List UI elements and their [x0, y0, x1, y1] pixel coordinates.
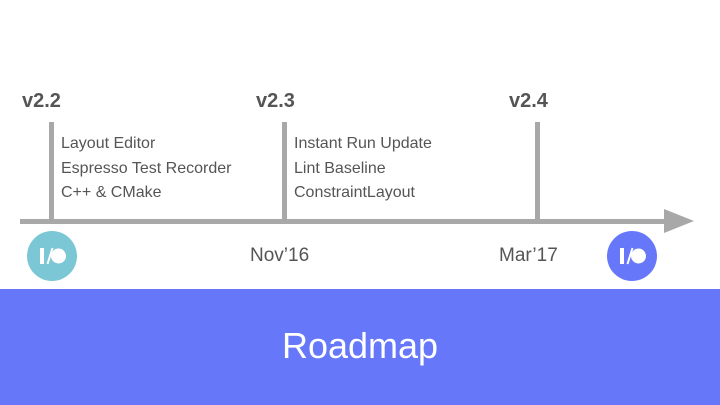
- date-label-nov16: Nov’16: [250, 245, 310, 266]
- milestone-marker-v24: [535, 122, 540, 222]
- milestone-version-v24: v2.4: [509, 90, 548, 112]
- feature-item: C++ & CMake: [61, 184, 162, 201]
- title-banner: Roadmap: [0, 289, 720, 405]
- feature-item: Instant Run Update: [294, 135, 432, 152]
- feature-item: ConstraintLayout: [294, 184, 415, 201]
- date-label-mar17: Mar’17: [499, 245, 558, 266]
- milestone-features-v23: Instant Run Update Lint Baseline Constra…: [294, 132, 432, 206]
- timeline-arrow-head: [664, 209, 694, 233]
- timeline-axis: [20, 219, 670, 224]
- milestone-marker-v23: [282, 122, 287, 222]
- milestone-features-v22: Layout Editor Espresso Test Recorder C++…: [61, 132, 231, 206]
- feature-item: Lint Baseline: [294, 159, 386, 177]
- feature-item: Layout Editor: [61, 135, 156, 152]
- milestone-version-v23: v2.3: [256, 90, 295, 112]
- io-logo-icon: [27, 231, 77, 281]
- milestone-version-v22: v2.2: [22, 90, 61, 112]
- page-title: Roadmap: [281, 325, 439, 366]
- io-logo-icon: [607, 231, 657, 281]
- feature-item: Espresso Test Recorder: [61, 159, 232, 177]
- milestone-marker-v22: [49, 122, 54, 222]
